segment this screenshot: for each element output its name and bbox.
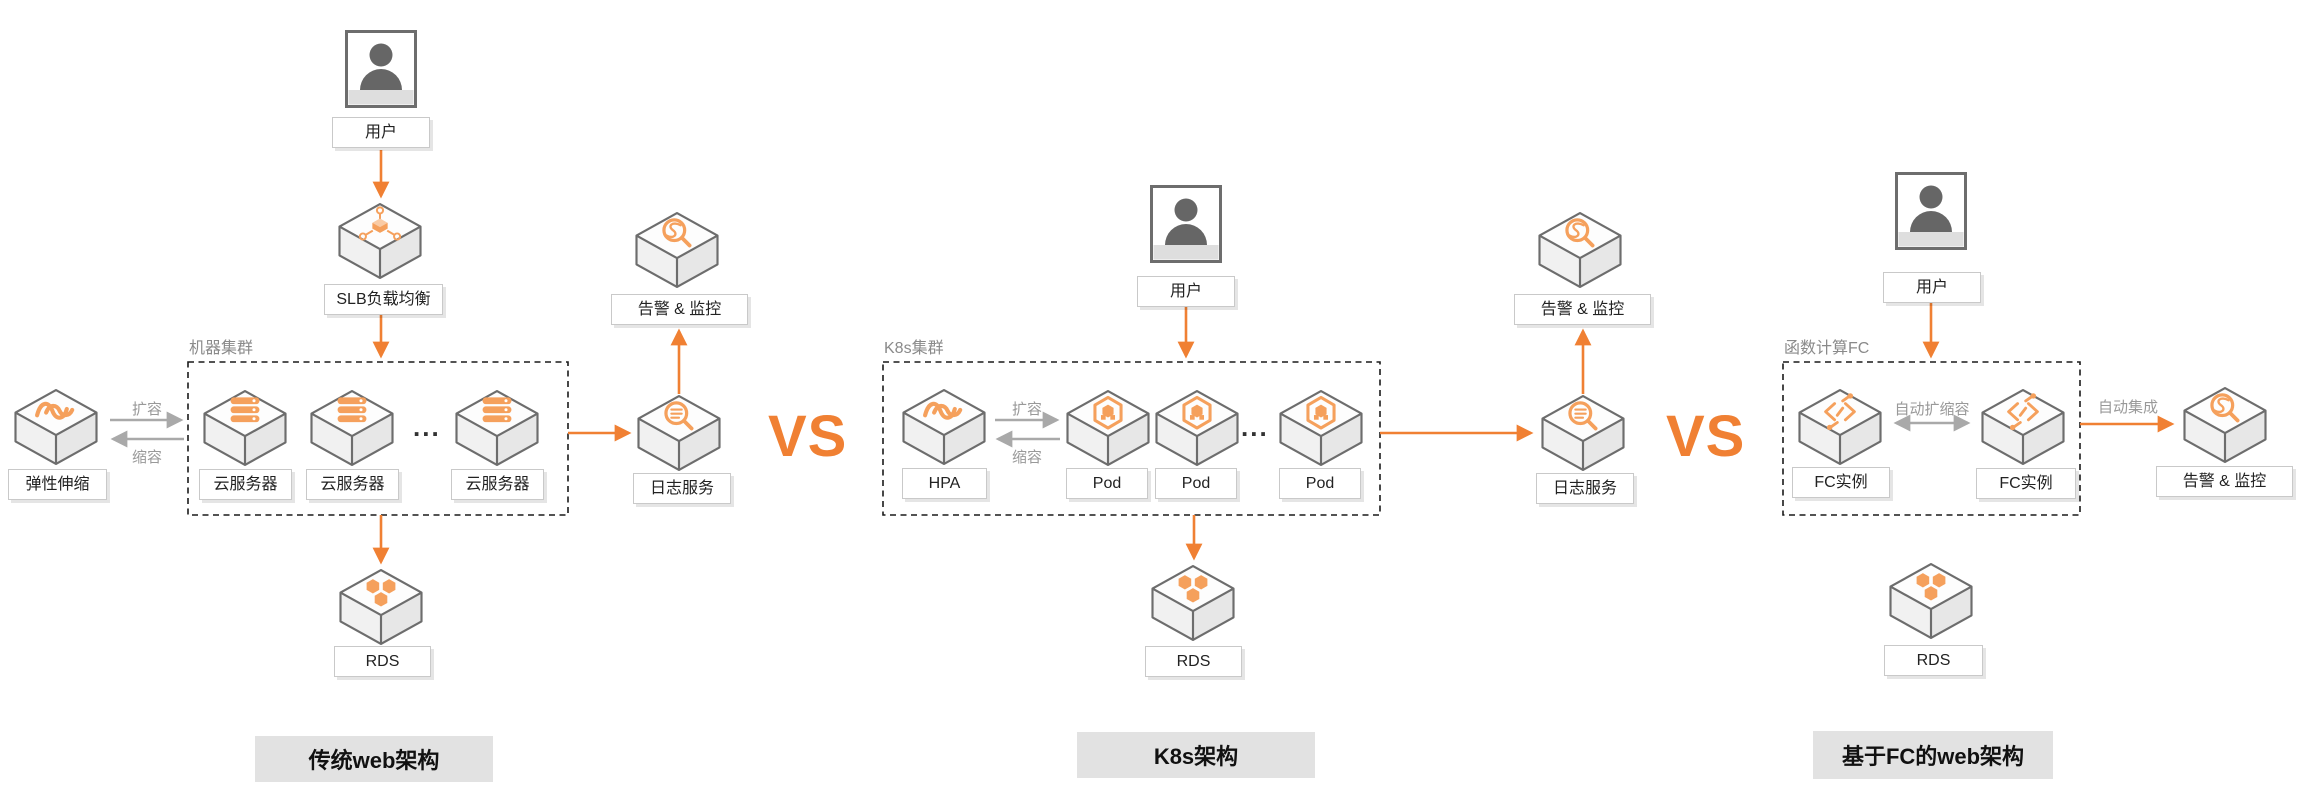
label-scale-out-1: 扩容 — [131, 401, 163, 418]
cluster-title-k8s: K8s集群 — [884, 340, 944, 357]
node-monitor-2 — [1535, 211, 1625, 289]
node-fc-instance-1 — [1795, 388, 1885, 466]
node-fc-instance-2 — [1978, 388, 2068, 466]
node-ecs-3 — [452, 389, 542, 467]
node-slb — [335, 202, 425, 280]
cluster-box-machine — [187, 361, 569, 516]
label-fc-instance-1: FC实例 — [1792, 467, 1890, 498]
server-icon — [337, 397, 367, 423]
cluster-title-machine: 机器集群 — [189, 340, 254, 357]
label-rds-3: RDS — [1884, 645, 1983, 676]
node-ecs-2 — [307, 389, 397, 467]
caption-fc-web: 基于FC的web架构 — [1813, 731, 2053, 779]
person-icon — [1150, 185, 1222, 263]
label-auto-scale: 自动扩缩容 — [1894, 401, 1970, 418]
caption-k8s: K8s架构 — [1077, 732, 1315, 778]
node-pod-2 — [1152, 389, 1242, 467]
cluster-boxes — [187, 361, 2081, 516]
ellipsis-2: ... — [1241, 412, 1269, 442]
orange-connectors — [372, 150, 2175, 565]
node-elastic-scaling — [11, 388, 101, 466]
server-icon — [230, 397, 260, 423]
cluster-title-fc: 函数计算FC — [1784, 340, 1870, 357]
label-scale-in-1: 缩容 — [131, 449, 163, 466]
label-ecs-1: 云服务器 — [199, 469, 292, 500]
label-pod-1: Pod — [1066, 468, 1148, 499]
node-log-2 — [1538, 394, 1628, 472]
cluster-box-k8s — [882, 361, 1381, 516]
node-rds-1 — [336, 568, 426, 646]
label-log-2: 日志服务 — [1536, 473, 1634, 504]
user-avatar-1 — [345, 30, 417, 108]
label-scale-out-2: 扩容 — [1011, 401, 1043, 418]
node-monitor-3 — [2180, 386, 2270, 464]
label-monitor-3: 告警 & 监控 — [2156, 466, 2293, 497]
node-rds-3 — [1886, 562, 1976, 640]
label-rds-1: RDS — [334, 646, 431, 677]
vs-text-1: VS — [768, 404, 848, 469]
server-icon — [482, 397, 512, 423]
label-rds-2: RDS — [1145, 646, 1242, 677]
label-log-1: 日志服务 — [633, 473, 731, 504]
ellipsis-1: ... — [413, 412, 441, 442]
node-pod-3 — [1276, 389, 1366, 467]
label-ecs-3: 云服务器 — [451, 469, 544, 500]
label-slb: SLB负载均衡 — [324, 284, 443, 315]
label-user-1: 用户 — [332, 117, 430, 148]
label-pod-2: Pod — [1155, 468, 1237, 499]
vs-text-2: VS — [1666, 404, 1746, 469]
node-pod-1 — [1063, 389, 1153, 467]
gray-connectors — [110, 411, 1971, 448]
node-rds-2 — [1148, 564, 1238, 642]
label-auto-integrate: 自动集成 — [2097, 399, 2159, 416]
label-ecs-2: 云服务器 — [306, 469, 399, 500]
label-monitor-1: 告警 & 监控 — [611, 294, 748, 325]
person-icon — [1895, 172, 1967, 250]
node-ecs-1 — [200, 389, 290, 467]
cluster-box-fc — [1782, 361, 2081, 516]
person-icon — [345, 30, 417, 108]
node-monitor-1 — [632, 211, 722, 289]
label-monitor-2: 告警 & 监控 — [1514, 294, 1651, 325]
label-user-3: 用户 — [1883, 272, 1981, 303]
label-pod-3: Pod — [1279, 468, 1361, 499]
caption-traditional-web: 传统web架构 — [255, 736, 493, 782]
label-scale-in-2: 缩容 — [1011, 449, 1043, 466]
label-user-2: 用户 — [1137, 276, 1235, 307]
node-log-1 — [634, 394, 724, 472]
user-avatar-3 — [1895, 172, 1967, 250]
label-elastic-scaling: 弹性伸缩 — [8, 469, 107, 500]
user-avatar-2 — [1150, 185, 1222, 263]
node-hpa — [899, 388, 989, 466]
label-fc-instance-2: FC实例 — [1976, 468, 2076, 499]
label-hpa: HPA — [902, 468, 987, 499]
